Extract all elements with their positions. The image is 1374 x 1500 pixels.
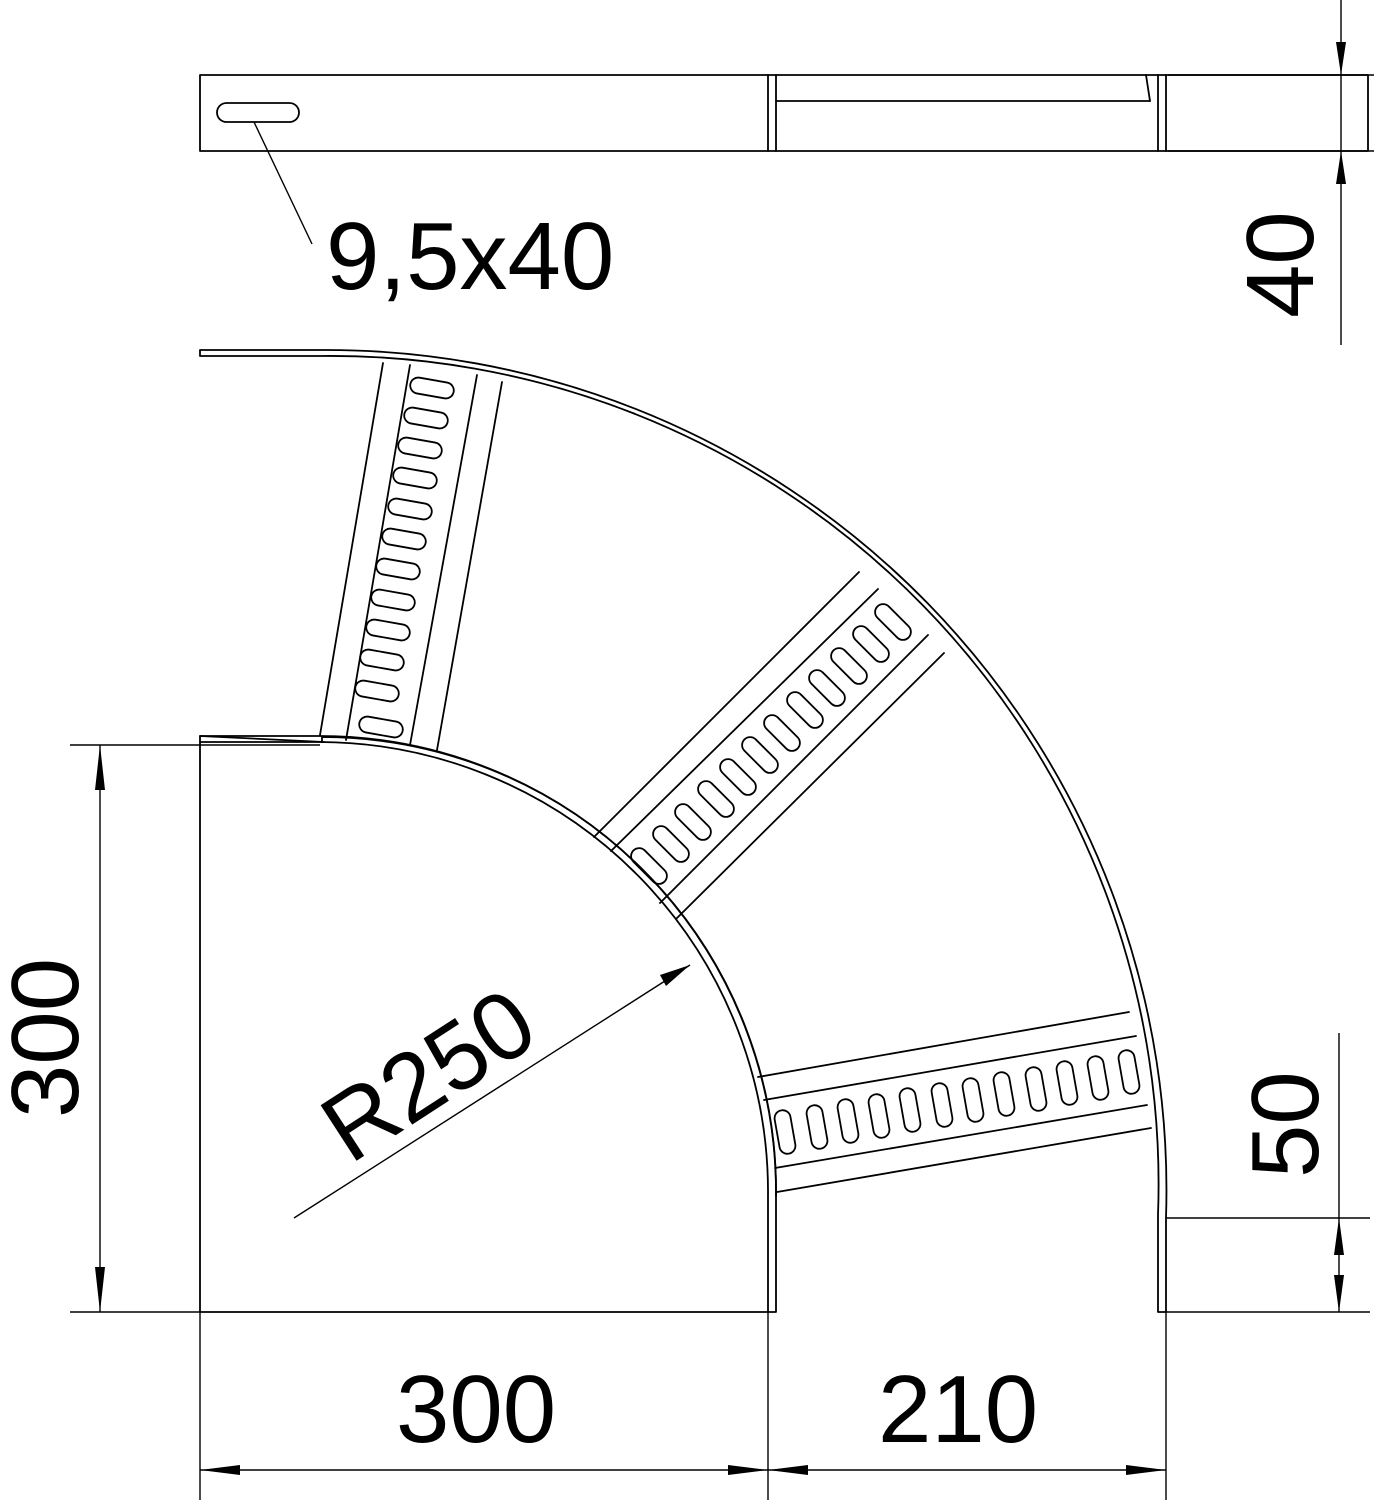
dimension-widths: 300 210 — [199, 1312, 1167, 1500]
rung-top — [319, 362, 503, 751]
radius-dimension: R250 — [293, 964, 691, 1219]
rung-lower — [757, 1011, 1152, 1193]
dimension-rung-offset-50: 50 — [1166, 1033, 1370, 1313]
width-300-label: 300 — [396, 1356, 556, 1463]
dimension-height-300: 300 — [0, 744, 320, 1313]
rung-diagonal — [593, 571, 945, 920]
slot-size-label: 9,5x40 — [326, 203, 614, 310]
dimension-side-height: 40 — [1168, 0, 1374, 345]
slot-hole-icon — [216, 102, 300, 123]
radius-label: R250 — [303, 968, 554, 1183]
top-view: R250 — [199, 349, 1168, 1313]
width-210-label: 210 — [878, 1356, 1038, 1463]
height-300-label: 300 — [0, 958, 99, 1118]
rung-offset-label: 50 — [1232, 1071, 1339, 1178]
side-height-label: 40 — [1227, 211, 1334, 318]
side-view: 9,5x40 — [199, 74, 1369, 310]
